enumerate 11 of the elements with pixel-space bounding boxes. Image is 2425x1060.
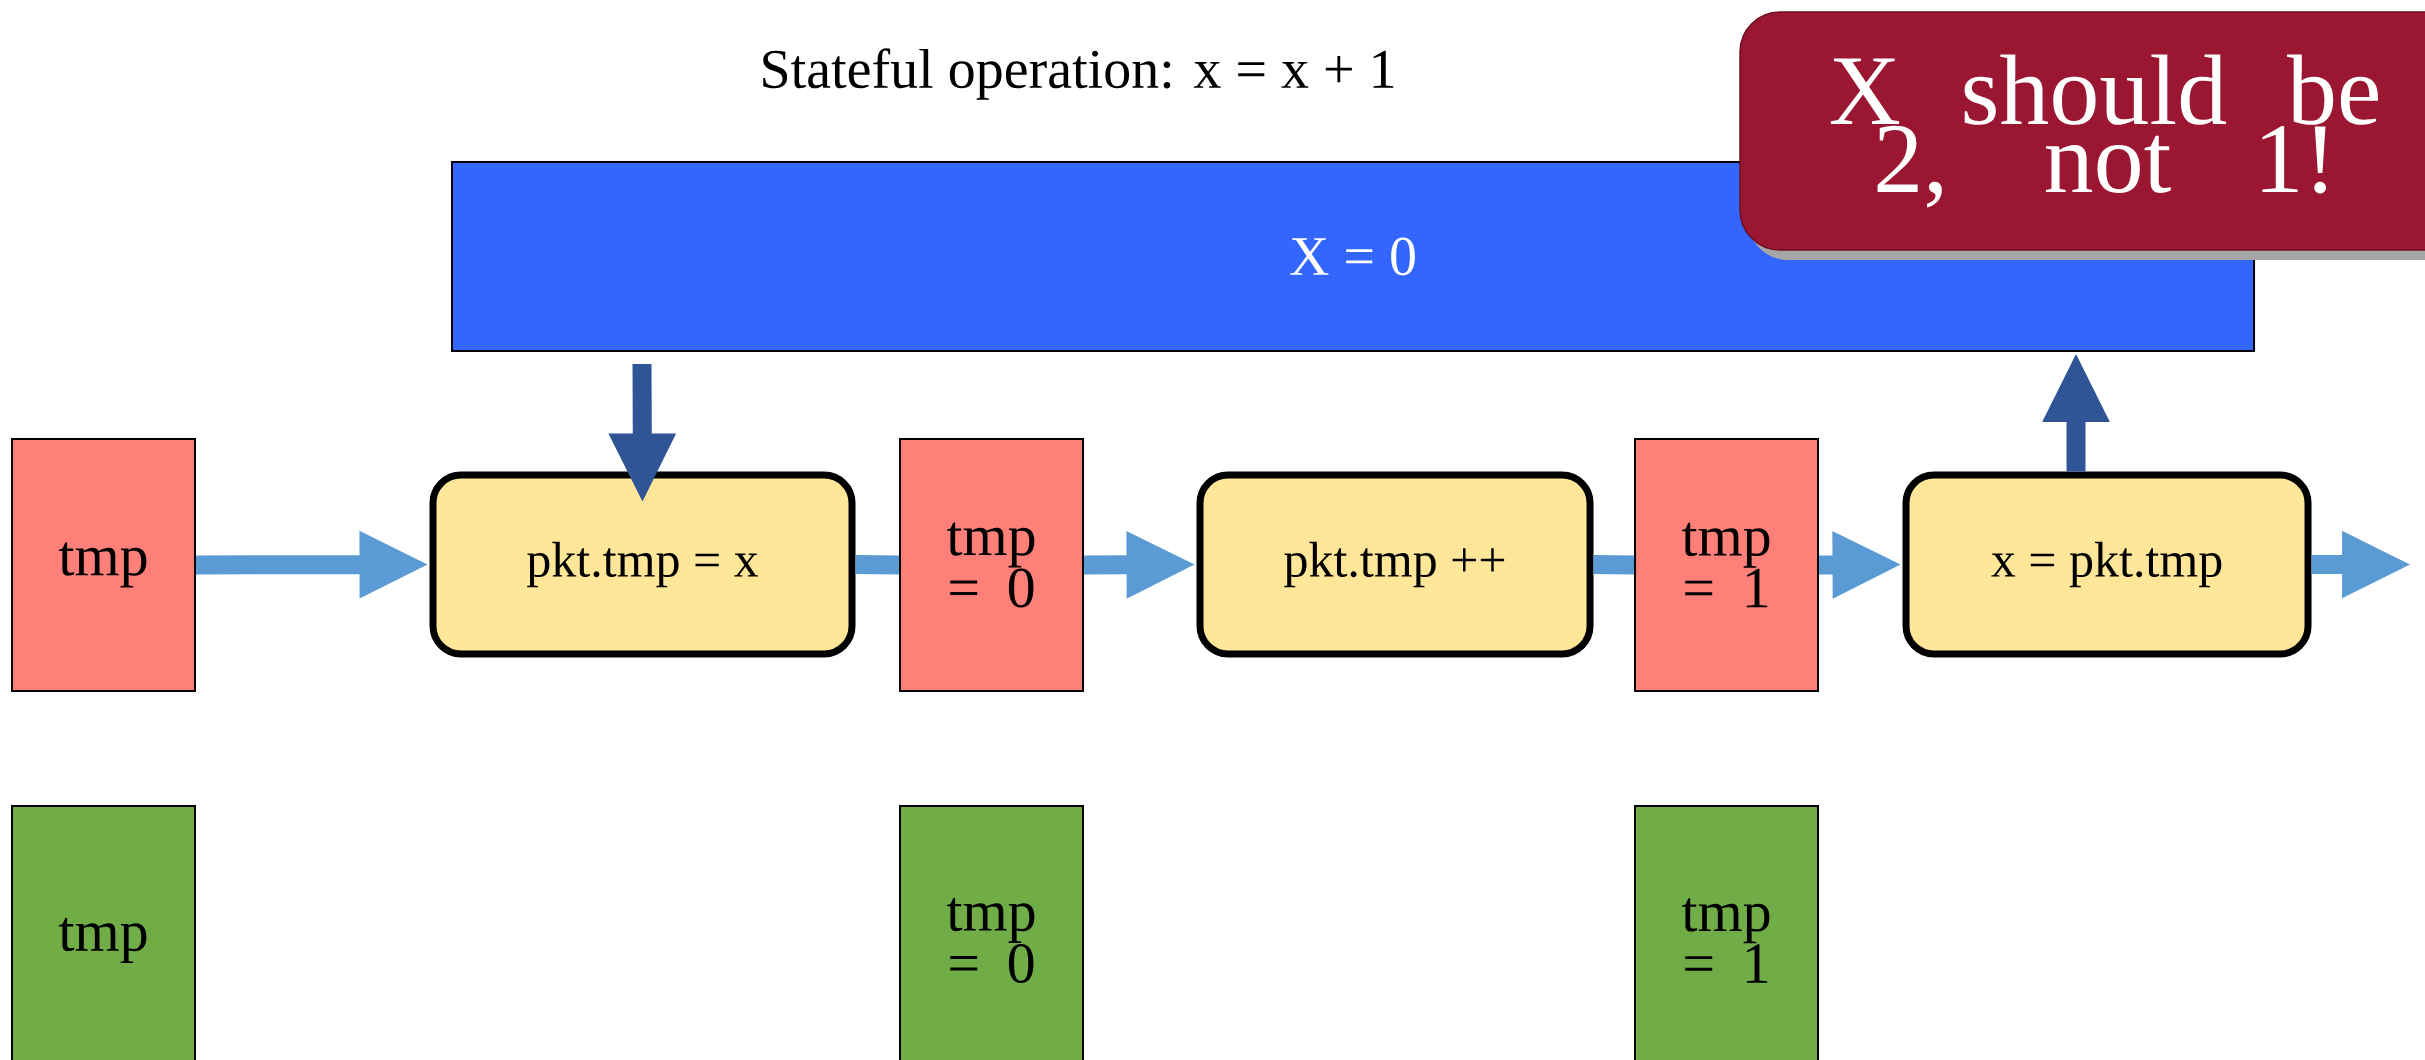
operation-box: pkt.tmp ++: [1196, 471, 1594, 658]
operation-box: pkt.tmp = x: [429, 471, 856, 658]
packet-field-box: tmp = 0: [899, 805, 1084, 1060]
packet-field-box: tmp = 0: [899, 438, 1084, 692]
packet-field-box: tmp = 1: [1634, 805, 1819, 1060]
title: Stateful operation: x = x + 1: [763, 48, 1394, 100]
operation-box: x = pkt.tmp: [1902, 471, 2312, 658]
callout-box: X should be 2, not 1!: [1739, 11, 2425, 260]
packet-field-box: tmp = 1: [1634, 438, 1819, 692]
packet-field-box: tmp: [11, 805, 196, 1060]
packet-field-box: tmp: [11, 438, 196, 692]
